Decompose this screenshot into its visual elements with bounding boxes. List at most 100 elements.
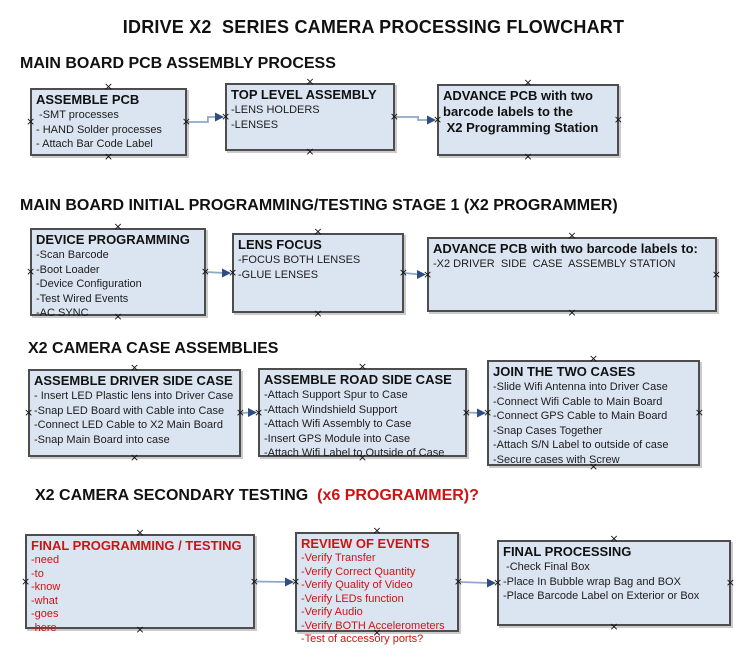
box-item: -Connect Wifi Cable to Main Board (493, 395, 663, 408)
connection-handle-icon: × (588, 352, 599, 365)
box-item: - HAND Solder processes (36, 123, 162, 136)
connection-handle-icon: × (249, 574, 259, 588)
connection-handle-icon: × (433, 113, 443, 126)
page-title: IDRIVE X2 SERIES CAMERA PROCESSING FLOWC… (122, 17, 625, 37)
box-item: -SMT processes (36, 109, 119, 121)
connection-handle-icon: × (313, 307, 323, 320)
flow-box-assemble-pcb: ASSEMBLE PCB -SMT processes - HAND Solder… (26, 81, 191, 162)
connection-handle-icon: × (129, 361, 140, 374)
arrowhead-icon (248, 408, 257, 417)
box-item: -Connect GPS Cable to Main Board (493, 410, 668, 422)
connection-handle-icon: × (372, 524, 382, 537)
box-item: -Verify Audio (301, 606, 363, 618)
box-item: -Verify LEDs function (301, 592, 404, 605)
connection-handle-icon: × (609, 532, 619, 545)
box-item: - Attach Bar Code Label (36, 138, 153, 150)
connection-handle-icon: × (711, 267, 721, 281)
connection-handle-icon: × (103, 150, 114, 163)
flow-box-device-programming: DEVICE PROGRAMMING -Scan Barcode -Boot Loa… (26, 221, 210, 322)
box-item: -Place Barcode Label on Exterior or Box (503, 590, 700, 602)
connection-handle-icon: × (483, 406, 493, 419)
arrowhead-icon (427, 115, 436, 125)
flow-box-advance-pcb-to-programming: ADVANCE PCB with two barcode labels to t… (433, 77, 623, 162)
connection-handle-icon: × (305, 75, 315, 88)
connection-handle-icon: × (221, 110, 231, 123)
section-heading-case-assemblies: X2 CAMERA CASE ASSEMBLIES (28, 340, 279, 357)
box-item: -LENS HOLDERS (231, 104, 320, 116)
box-title: ADVANCE PCB with two barcode labels to t… (443, 88, 599, 135)
connection-handle-icon: × (523, 150, 533, 163)
box-title: DEVICE PROGRAMMING (36, 232, 190, 247)
box-title: ASSEMBLE PCB (36, 92, 140, 107)
box-item: -Attach Support Spur to Case (264, 389, 408, 401)
flow-box-advance-pcb-to-driver: ADVANCE PCB with two barcode labels to:-… (423, 230, 721, 318)
connection-handle-icon: × (389, 110, 399, 123)
flow-box-lens-focus: LENS FOCUS -FOCUS BOTH LENSES -GLUE LENSES… (228, 226, 408, 319)
connection-handle-icon: × (313, 225, 323, 238)
box-item: -Verify Transfer (301, 552, 376, 564)
connection-handle-icon: × (694, 406, 704, 419)
box-item: -GLUE LENSES (238, 268, 319, 281)
flow-box-final-processing: FINAL PROCESSING -Check Final Box-Place … (493, 533, 735, 632)
box-item: - Insert LED Plastic lens into Driver Ca… (34, 390, 234, 402)
box-title: ASSEMBLE DRIVER SIDE CASE (34, 373, 233, 388)
connector-line (403, 272, 421, 276)
flow-box-join-the-two-cases: JOIN THE TWO CASES -Slide Wifi Antenna in… (483, 353, 704, 472)
connection-handle-icon: × (103, 80, 114, 93)
box-item: -Attach S/N Label to outside of case (493, 439, 669, 451)
connection-handle-icon: × (291, 575, 301, 588)
box-item: -Snap Main Board into case (34, 433, 170, 446)
section-heading-initial-programming: MAIN BOARD INITIAL PROGRAMMING/TESTING S… (20, 197, 618, 214)
box-title: ASSEMBLE ROAD SIDE CASE (264, 372, 452, 387)
box-item: -what (31, 594, 58, 607)
connector-line (254, 580, 289, 583)
box-item: -Insert GPS Module into Case (264, 432, 411, 445)
box-item: -FOCUS BOTH LENSES (238, 254, 361, 266)
connection-handle-icon: × (26, 115, 36, 128)
arrowhead-icon (487, 578, 496, 588)
connection-handle-icon: × (181, 115, 191, 128)
box-item: -Boot Loader (36, 263, 100, 276)
section-heading-secondary-testing-red: (x6 PROGRAMMER)? (312, 487, 479, 504)
box-item: -Attach Wifi Assembly to Case (264, 418, 412, 430)
connection-handle-icon: × (254, 405, 264, 419)
box-title: JOIN THE TWO CASES (493, 364, 636, 379)
box-title: TOP LEVEL ASSEMBLY (231, 87, 377, 102)
connector-line (466, 411, 481, 414)
connection-handle-icon: × (200, 265, 210, 278)
box-item: -Connect LED Cable to X2 Main Board (34, 419, 223, 431)
section-heading-pcb-assembly: MAIN BOARD PCB ASSEMBLY PROCESS (20, 55, 336, 72)
box-item: -Attach Windshield Support (264, 403, 398, 416)
box-item: -know (31, 581, 61, 593)
connector-line (187, 116, 218, 123)
box-item: -X2 DRIVER SIDE CASE ASSEMBLY STATION (433, 258, 676, 270)
connection-handle-icon: × (423, 267, 433, 281)
connection-handle-icon: × (228, 266, 238, 279)
connection-handle-icon: × (453, 575, 463, 588)
box-item: -Verify Quality of Video (301, 579, 413, 591)
arrowhead-icon (417, 270, 426, 279)
box-item: -to (31, 567, 44, 580)
connection-handle-icon: × (113, 220, 123, 233)
arrowhead-icon (285, 577, 294, 587)
box-item: -Slide Wifi Antenna into Driver Case (493, 381, 668, 393)
box-item: -AC SYNC (36, 307, 89, 319)
connection-handle-icon: × (461, 405, 471, 419)
connector-line (205, 271, 226, 274)
box-item: -Test Wired Events (36, 292, 129, 305)
box-title: LENS FOCUS (238, 237, 322, 252)
connection-handle-icon: × (398, 266, 408, 279)
box-item: -Scan Barcode (36, 249, 109, 261)
box-item: -Device Configuration (36, 278, 142, 290)
connection-handle-icon: × (21, 574, 31, 588)
connection-handle-icon: × (523, 76, 533, 89)
connector-line (458, 581, 491, 584)
flow-box-review-of-events: REVIEW OF EVENTS-Verify Transfer -Verify … (291, 525, 463, 645)
box-title: FINAL PROGRAMMING / TESTING (31, 538, 242, 553)
connection-handle-icon: × (493, 576, 503, 589)
box-title: REVIEW OF EVENTS (301, 536, 430, 551)
connection-handle-icon: × (567, 306, 577, 319)
box-item: -LENSES (231, 118, 279, 131)
arrowhead-icon (477, 408, 486, 418)
connection-handle-icon: × (725, 576, 735, 589)
